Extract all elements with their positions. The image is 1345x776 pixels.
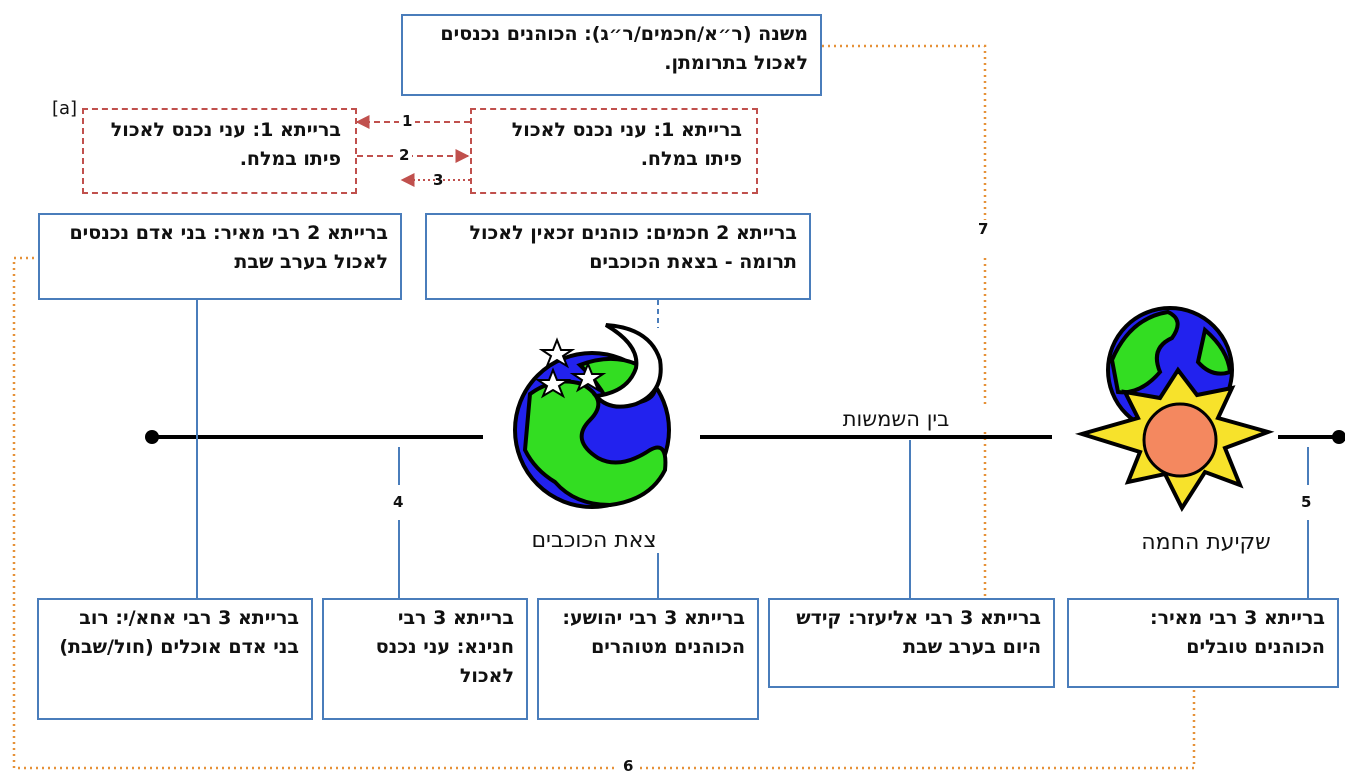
arrow-number-1: 1 <box>399 112 416 130</box>
connector-7 <box>822 44 987 598</box>
beraita3-meir-box: ברייתא 3 רבי מאיר: הכוהנים טובלים <box>1067 598 1339 688</box>
timeline-start-dot <box>145 430 159 444</box>
beraita2-chachamim-box: ברייתא 2 חכמים: כוהנים זכאין לאכול תרומה… <box>425 213 811 300</box>
beraita2-meir-box: ברייתא 2 רבי מאיר: בני אדם נכנסים לאכול … <box>38 213 402 300</box>
beraita3-eliezer-box: ברייתא 3 רבי אליעזר: קידש היום בערב שבת <box>768 598 1055 688</box>
connector-6 <box>12 256 1196 770</box>
beraita3-chanina-box: ברייתא 3 רבי חנינא: עני נכנס לאכול <box>322 598 528 720</box>
twilight-label: בין השמשות <box>798 407 994 431</box>
arrow-number-2: 2 <box>396 146 413 164</box>
arrow-number-3: 3 <box>433 171 444 189</box>
sunset-earth-sun-icon <box>1074 306 1275 513</box>
connector-number-7: 7 <box>975 220 992 238</box>
connector-number-5: 5 <box>1298 493 1315 511</box>
sunset-label: שקיעת החמה <box>1141 530 1271 555</box>
beraita3-acha-box: ברייתא 3 רבי אחא/י: רוב בני אדם אוכלים (… <box>37 598 313 720</box>
stars-label: צאת הכוכבים <box>531 528 657 553</box>
connector-number-4: 4 <box>390 493 407 511</box>
stars-earth-moon-icon <box>513 323 671 509</box>
beraita1-right-box: ברייתא 1: עני נכנס לאכול פיתו במלח. <box>470 108 758 194</box>
connector-number-6: 6 <box>620 757 637 775</box>
beraita1-left-box: ברייתא 1: עני נכנס לאכול פיתו במלח. <box>82 108 357 194</box>
footnote-marker: [a] <box>52 98 78 119</box>
beraita3-yehoshua-box: ברייתא 3 רבי יהושע: הכוהנים מטוהרים <box>537 598 759 720</box>
mishna-box: משנה (ר״א/חכמים/ר״ג): הכוהנים נכנסים לאכ… <box>401 14 822 96</box>
timeline-end-dot <box>1332 430 1345 444</box>
